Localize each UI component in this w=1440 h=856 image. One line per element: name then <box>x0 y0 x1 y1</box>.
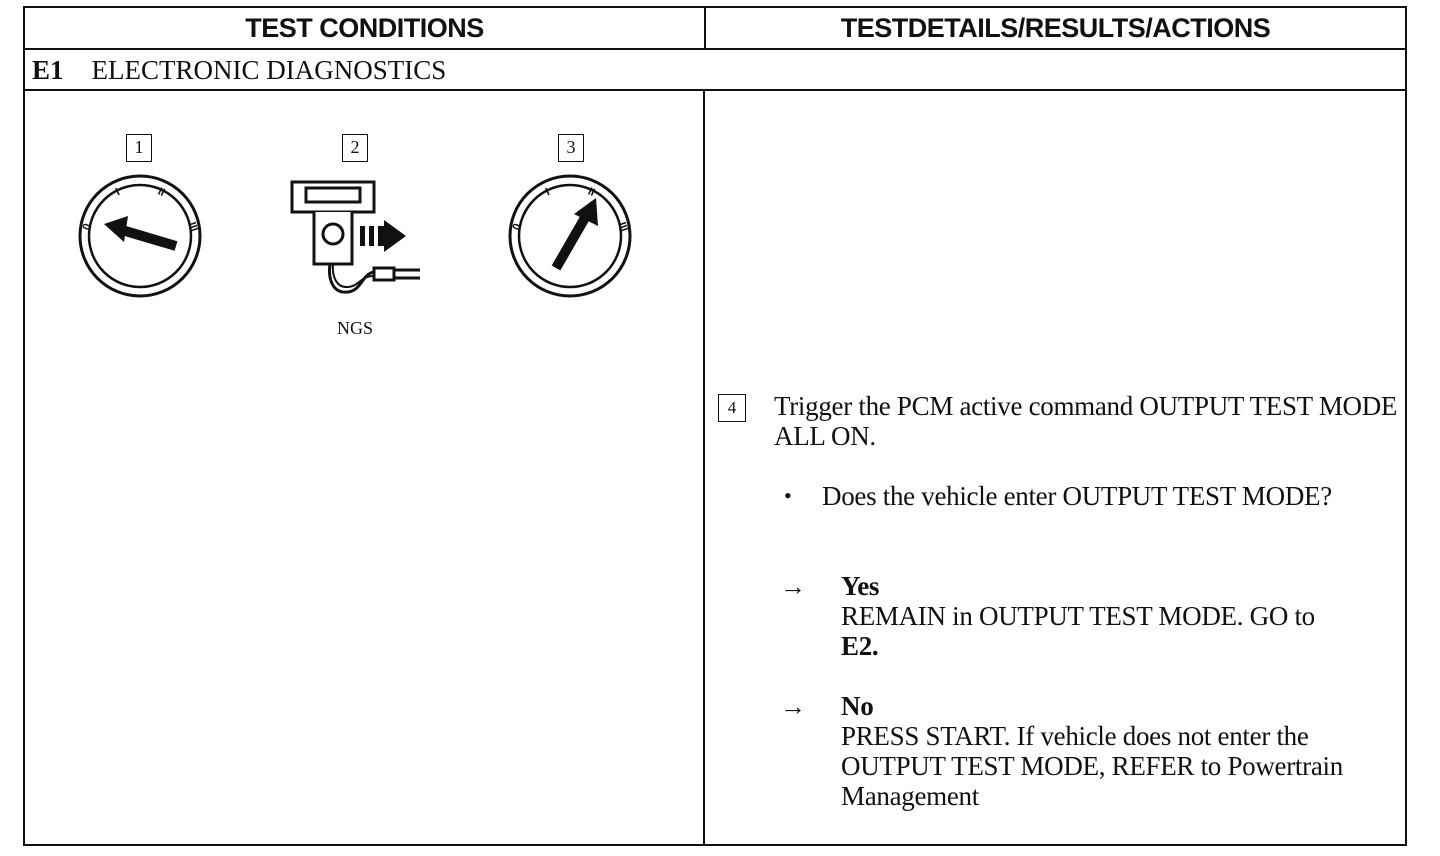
no-arrow: → <box>780 692 806 721</box>
section-divider <box>23 89 1407 91</box>
section-code: E1 <box>32 55 64 85</box>
yes-action: REMAIN in OUTPUT TEST MODE. GO to E2. <box>841 601 1401 661</box>
yes-action-text: REMAIN in OUTPUT TEST MODE. GO to <box>841 601 1315 631</box>
step-4-instruction: Trigger the PCM active command OUTPUT TE… <box>774 391 1398 451</box>
header-column-divider <box>704 6 706 48</box>
ngs-scan-tool-icon <box>290 180 420 294</box>
step-4-box: 4 <box>718 394 746 422</box>
key-pos-3: III <box>186 221 200 234</box>
yes-goto-link: E2. <box>841 631 879 661</box>
header-divider <box>23 48 1407 50</box>
table-frame <box>23 6 1407 846</box>
step-2-box: 2 <box>342 134 368 162</box>
header-test-conditions: TEST CONDITIONS <box>245 13 484 43</box>
key-pos-1: I <box>544 186 552 198</box>
key-pos-0: 0 <box>510 222 523 232</box>
body-column-divider <box>703 89 705 846</box>
section-title: E1 ELECTRONIC DIAGNOSTICS <box>32 52 446 88</box>
section-name: ELECTRONIC DIAGNOSTICS <box>91 55 447 85</box>
yes-arrow: → <box>780 572 806 601</box>
key-pos-2: II <box>156 186 167 199</box>
question-bullet: • <box>784 483 792 508</box>
step-4-question: Does the vehicle enter OUTPUT TEST MODE? <box>822 481 1332 511</box>
ignition-switch-off-icon: 0 I II III <box>78 174 202 298</box>
ignition-switch-run-icon: 0 I II III <box>508 174 632 298</box>
step-1-box: 1 <box>126 134 152 162</box>
key-pos-1: I <box>114 186 122 198</box>
no-action: PRESS START. If vehicle does not enter t… <box>841 721 1343 811</box>
key-pos-0: 0 <box>80 222 93 232</box>
ngs-label: NGS <box>336 318 373 338</box>
no-label: No <box>841 691 874 721</box>
key-pos-2: II <box>586 186 597 199</box>
header-test-details: TESTDETAILS/RESULTS/ACTIONS <box>840 13 1271 43</box>
step-3-box: 3 <box>558 134 584 162</box>
key-pos-3: III <box>616 221 630 234</box>
yes-label: Yes <box>841 571 880 601</box>
